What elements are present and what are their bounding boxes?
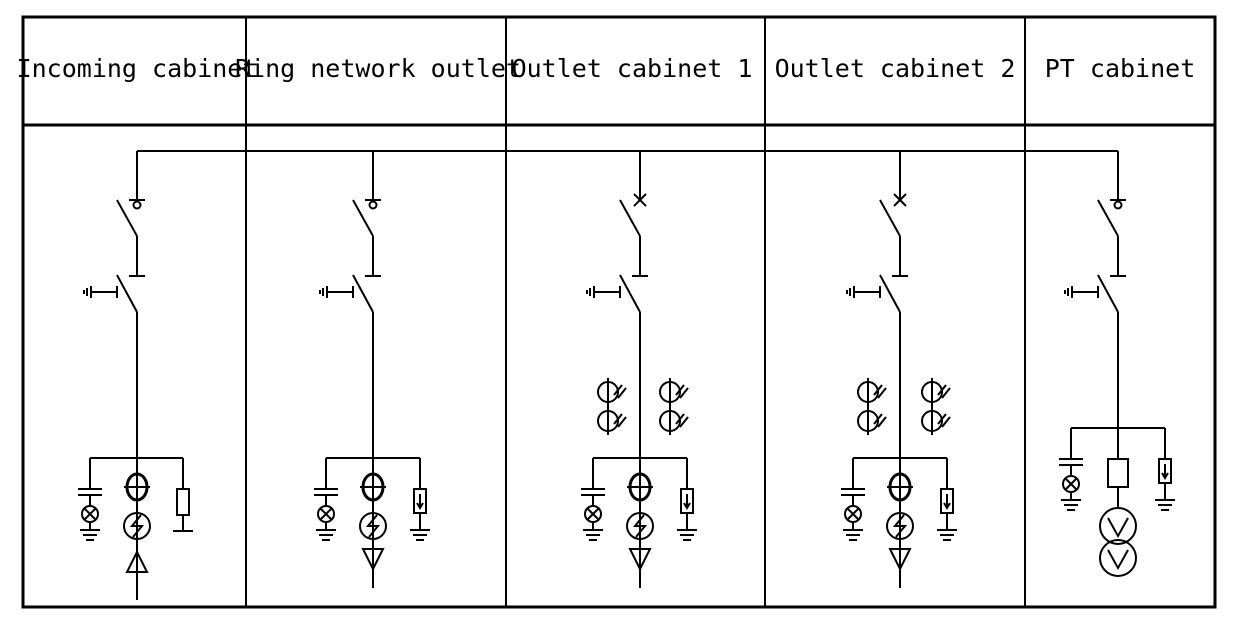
capacitor-indicator-icon <box>581 488 605 541</box>
header-outlet-cabinet-2: Outlet cabinet 2 <box>775 54 1016 83</box>
outlet-cabinet-1-circuit <box>581 151 697 588</box>
current-transformer-pair-icon <box>659 378 689 435</box>
capacitor-indicator-icon <box>314 488 338 541</box>
current-transformer-pair-icon <box>597 378 627 435</box>
load-break-switch-icon <box>116 199 145 257</box>
capacitor-indicator-icon <box>841 488 865 541</box>
capacitor-indicator-icon <box>1059 458 1083 511</box>
fuse-resistor-icon <box>410 488 430 541</box>
table-frame <box>21 15 1217 609</box>
current-transformer-pair-icon <box>921 378 951 435</box>
pt-cabinet-circuit <box>1059 151 1175 577</box>
circuit-breaker-icon <box>619 193 647 257</box>
outlet-cabinet-2-circuit <box>841 151 957 588</box>
header-ring-network-outlet: Ring network outlet <box>235 54 521 83</box>
fuse-resistor-icon <box>1155 458 1175 511</box>
load-break-switch-icon <box>352 199 381 257</box>
earthing-switch-icon <box>586 257 648 313</box>
cable-incoming-arrow-icon <box>125 549 149 573</box>
current-transformer-icon <box>627 472 653 502</box>
fuse-resistor-icon <box>937 488 957 541</box>
cable-outgoing-arrow-icon <box>888 548 912 572</box>
voltage-transformer-icon <box>1099 507 1137 577</box>
surge-arrester-icon <box>626 512 654 540</box>
ring-network-outlet-circuit <box>314 151 430 588</box>
earthing-switch-icon <box>846 257 908 313</box>
earthing-switch-icon <box>319 257 381 313</box>
cable-outgoing-arrow-icon <box>628 548 652 572</box>
current-transformer-icon <box>360 472 386 502</box>
cable-outgoing-arrow-icon <box>361 548 385 572</box>
surge-arrester-icon <box>123 512 151 540</box>
load-break-switch-icon <box>1097 199 1126 257</box>
header-pt-cabinet: PT cabinet <box>1045 54 1196 83</box>
earthing-switch-icon <box>1064 257 1126 313</box>
header-outlet-cabinet-1: Outlet cabinet 1 <box>512 54 753 83</box>
circuit-breaker-icon <box>879 193 907 257</box>
fuse-resistor-icon <box>173 488 193 532</box>
earthing-switch-icon <box>83 257 145 313</box>
incoming-cabinet-circuit <box>78 151 193 600</box>
fuse-icon <box>1107 458 1129 508</box>
capacitor-indicator-icon <box>78 488 102 541</box>
surge-arrester-icon <box>359 512 387 540</box>
surge-arrester-icon <box>886 512 914 540</box>
header-incoming-cabinet: Incoming cabinet <box>17 54 258 83</box>
current-transformer-icon <box>887 472 913 502</box>
current-transformer-icon <box>124 472 150 502</box>
current-transformer-pair-icon <box>857 378 887 435</box>
fuse-resistor-icon <box>677 488 697 541</box>
